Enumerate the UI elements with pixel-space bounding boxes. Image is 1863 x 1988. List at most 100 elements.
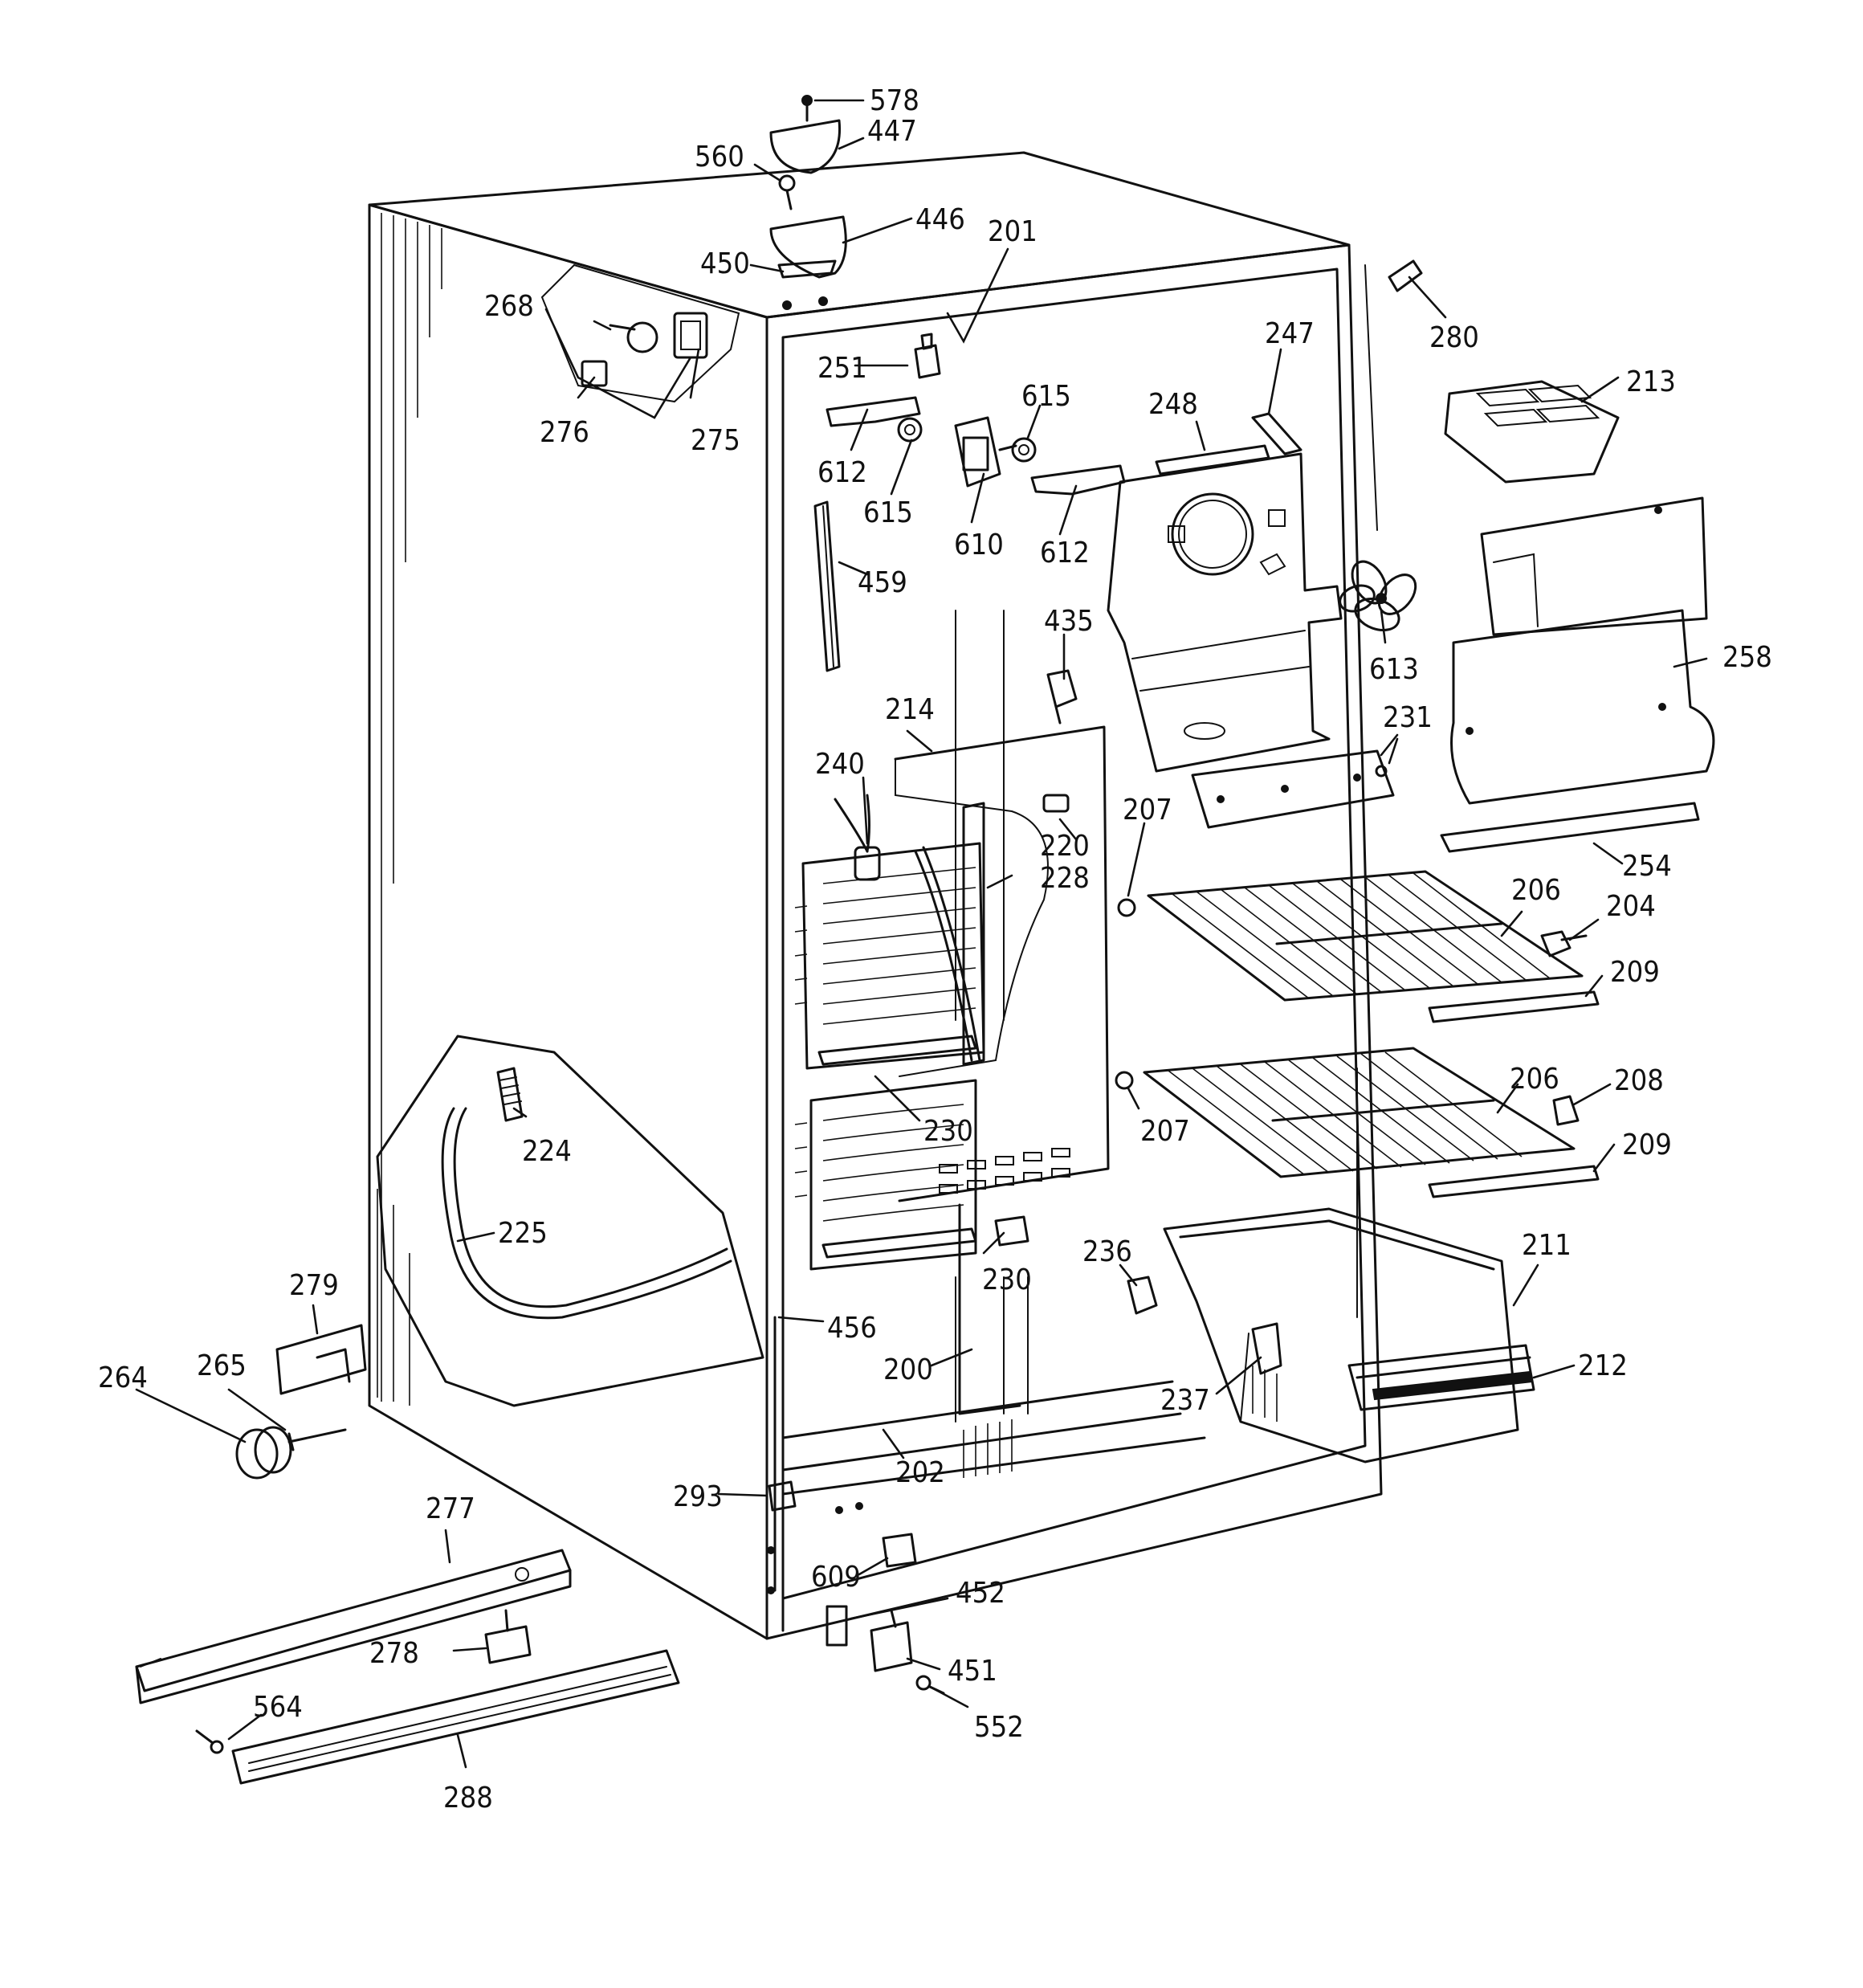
callout-265: 265 (197, 1349, 247, 1382)
pin-265 (287, 1428, 347, 1451)
bracket-248 (1155, 444, 1270, 476)
shelf-bracket-208 (1552, 1095, 1580, 1126)
callout-237: 237 (1160, 1384, 1210, 1417)
callout-224: 224 (522, 1135, 572, 1168)
bracket-231 (1191, 749, 1395, 829)
callout-613: 613 (1369, 653, 1419, 686)
callout-247: 247 (1265, 317, 1315, 350)
callout-280: 280 (1429, 321, 1479, 354)
control-housing-275 (673, 312, 708, 359)
hinge-446 (769, 215, 847, 279)
callout-612-left: 612 (817, 456, 867, 489)
callout-552: 552 (974, 1711, 1024, 1744)
shelf-support-207a (1117, 898, 1136, 917)
bracket-237 (1251, 1322, 1282, 1375)
bracket-279 (275, 1324, 367, 1395)
evaporator-228 (794, 802, 985, 1271)
callout-206-bottom: 206 (1510, 1063, 1559, 1096)
callout-609: 609 (811, 1561, 861, 1594)
callout-447: 447 (867, 115, 917, 148)
evaporator-cover-214 (894, 725, 1110, 1202)
leader-lines (135, 99, 1708, 1769)
wire-harness-240 (834, 794, 881, 881)
bracket-612b (1030, 464, 1126, 496)
bushing-609 (882, 1533, 917, 1568)
callout-212: 212 (1578, 1349, 1628, 1382)
hinge-451 (870, 1609, 913, 1672)
callout-213: 213 (1626, 365, 1676, 398)
callout-236: 236 (1082, 1235, 1132, 1268)
callout-202: 202 (895, 1456, 945, 1489)
fan-motor-610 (954, 416, 1017, 488)
callout-459: 459 (858, 566, 907, 599)
callout-201: 201 (988, 215, 1037, 248)
callout-278: 278 (369, 1637, 419, 1670)
shelf-trim-209b (1428, 1165, 1600, 1198)
callout-209-top: 209 (1610, 956, 1660, 989)
cabinet-body (368, 151, 1383, 1640)
callout-277: 277 (426, 1492, 475, 1525)
callout-268: 268 (484, 290, 534, 323)
callout-231: 231 (1383, 701, 1433, 734)
callout-240: 240 (815, 748, 865, 781)
callout-615-top: 615 (1021, 380, 1071, 413)
trim-254 (1440, 802, 1700, 853)
crisper-drawer-211 (1163, 1207, 1535, 1463)
shelf-206-lower (1143, 1047, 1576, 1178)
ice-bin-cover-258 (1450, 496, 1715, 805)
callout-254: 254 (1622, 850, 1672, 883)
callout-207-top: 207 (1123, 794, 1172, 827)
light-socket-435 (1046, 669, 1078, 725)
callout-435: 435 (1044, 605, 1094, 638)
bracket-612a (826, 396, 921, 427)
callout-279: 279 (289, 1269, 339, 1302)
fan-blade-613 (1339, 560, 1417, 631)
ice-tray-213 (1444, 380, 1620, 484)
callout-615-left: 615 (863, 496, 913, 529)
shim-450 (777, 259, 837, 279)
callout-612-right: 612 (1040, 537, 1090, 569)
shelf-bracket-204 (1540, 930, 1588, 957)
fan-shroud-247 (1107, 412, 1343, 773)
callout-446: 446 (915, 203, 965, 236)
caster-264 (235, 1426, 292, 1480)
callout-258: 258 (1722, 641, 1772, 674)
callout-230-bottom: 230 (982, 1263, 1032, 1296)
callout-610: 610 (954, 529, 1004, 561)
callout-211: 211 (1522, 1229, 1572, 1262)
control-knob-268 (609, 321, 658, 353)
callout-275: 275 (691, 424, 740, 457)
callout-451: 451 (948, 1655, 997, 1688)
callout-206-top: 206 (1511, 874, 1561, 907)
grommet-615a (897, 417, 923, 443)
callout-230-top: 230 (923, 1115, 973, 1148)
callout-456: 456 (827, 1312, 877, 1345)
part-280 (1388, 259, 1423, 292)
screw-578 (801, 95, 813, 122)
callout-207-bottom: 207 (1140, 1115, 1190, 1148)
callout-209-bottom: 209 (1622, 1129, 1672, 1161)
leveler-278 (484, 1609, 532, 1664)
base-rail-277 (135, 1549, 572, 1704)
callout-293: 293 (673, 1480, 723, 1513)
callout-452: 452 (956, 1577, 1005, 1610)
callout-288: 288 (443, 1782, 493, 1815)
callout-228: 228 (1040, 862, 1090, 895)
grommet-615b (1011, 437, 1037, 463)
callout-208: 208 (1614, 1064, 1664, 1097)
callout-204: 204 (1606, 890, 1656, 923)
clip-220 (1042, 794, 1070, 813)
clip-251 (914, 333, 941, 379)
divider-200 (958, 1203, 1021, 1415)
callout-264: 264 (98, 1361, 148, 1394)
callout-560: 560 (695, 141, 744, 173)
callout-labels: 578 447 560 446 450 201 268 280 247 251 … (98, 84, 1772, 1815)
screw-560 (778, 174, 796, 210)
callout-450: 450 (700, 247, 750, 280)
callout-225: 225 (498, 1217, 548, 1250)
screw-564 (195, 1729, 224, 1754)
callout-200: 200 (883, 1353, 933, 1386)
hinge-cover-447 (769, 119, 842, 174)
shim-452 (826, 1605, 848, 1647)
